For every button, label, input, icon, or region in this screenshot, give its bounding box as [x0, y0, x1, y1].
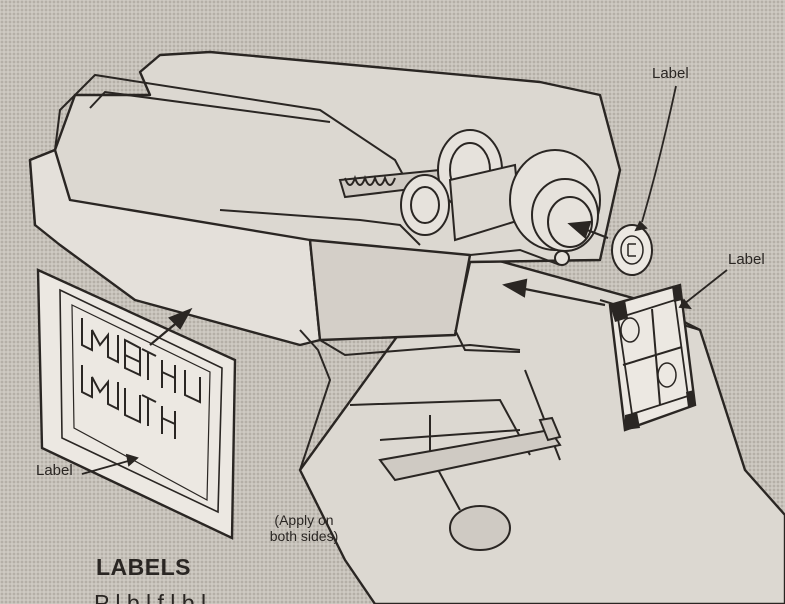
label-callout-top: Label: [652, 65, 689, 82]
apply-note-line1: (Apply on: [274, 512, 334, 528]
tray-channel: [378, 416, 562, 482]
apply-note-line2: both sides): [269, 528, 339, 545]
label-callout-right: Label: [728, 251, 765, 268]
side-label: [36, 268, 237, 540]
apply-note: (Apply on both sides): [244, 512, 364, 544]
label-callout-left: Label: [36, 462, 73, 479]
section-heading: LABELS: [96, 554, 191, 580]
right-block: [308, 238, 472, 342]
tray-recess: [449, 505, 511, 551]
leader-lines: [81, 85, 728, 475]
placement-arrows: [149, 220, 609, 346]
square-label: [608, 283, 697, 432]
section-partial-text: P l b l f l b l: [94, 590, 207, 604]
round-label: [611, 224, 653, 276]
side-label-logo: [81, 318, 201, 439]
